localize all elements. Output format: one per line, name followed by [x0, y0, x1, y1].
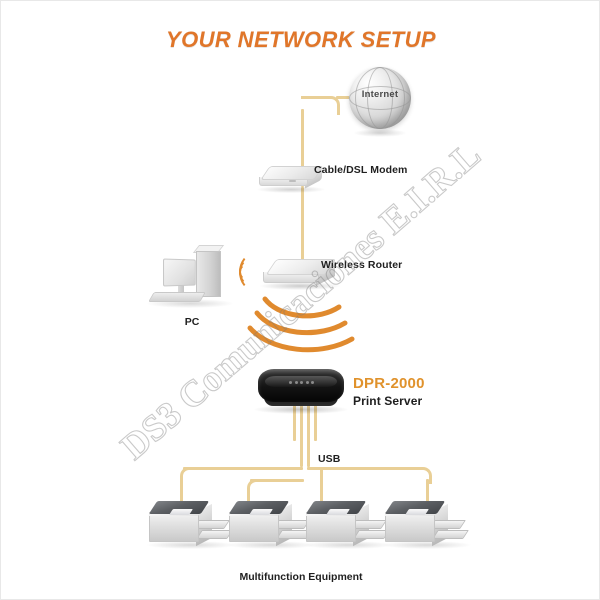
print-server-icon [258, 365, 344, 409]
multifunction-printer-icon [383, 501, 471, 557]
cable-corner-printer-4 [415, 467, 432, 484]
printer-output-tray [432, 530, 469, 539]
led-indicator [311, 381, 314, 384]
modem-icon [257, 166, 325, 193]
printer-scanner-glass [169, 509, 193, 515]
modem-led [289, 180, 296, 182]
cable-drop-printer-4 [426, 479, 429, 507]
globe-shadow [353, 129, 407, 137]
pc-shadow [147, 299, 233, 308]
cable-bus-left [183, 467, 303, 470]
led-indicator [289, 381, 292, 384]
wifi-arc-2 [254, 310, 348, 336]
printer-shadow [383, 541, 471, 549]
printers-group-label: Multifunction Equipment [239, 571, 363, 583]
printer-shadow [147, 541, 235, 549]
cable-corner-printer-2 [247, 479, 262, 494]
led-indicator [300, 381, 303, 384]
router-front [263, 272, 319, 283]
print-server-label: Print Server [353, 394, 423, 408]
cable-bus-right [307, 467, 421, 470]
wifi-arc-3 [247, 325, 355, 353]
cable-drop-printer-2 [247, 489, 250, 509]
printer-scanner-glass [249, 509, 273, 515]
print-server-leds [289, 381, 317, 384]
cable-modem-to-router [301, 187, 304, 269]
modem-label: Cable/DSL Modem [314, 164, 408, 176]
printer-body [385, 512, 435, 542]
pc-monitor-screen [162, 258, 196, 287]
wifi-wave-small-icon [239, 253, 269, 291]
wifi-arcs-svg [247, 296, 355, 353]
cable-printserver-trunk-a [300, 401, 303, 467]
print-server-body [258, 369, 344, 402]
printer-body [229, 512, 279, 542]
printer-body [149, 512, 199, 542]
modem-shadow [257, 186, 325, 193]
led-indicator [294, 381, 298, 384]
modem-front [259, 177, 308, 186]
printer-scanner-glass [405, 509, 429, 515]
print-server-shadow [254, 405, 348, 414]
wifi-arc-1 [262, 296, 342, 319]
cable-modem-vertical [301, 109, 304, 187]
globe-equator [349, 86, 411, 110]
cable-printserver-trunk-d [293, 401, 296, 441]
desktop-computer-icon [147, 245, 233, 311]
printer-scanner-glass [326, 509, 350, 515]
router-label: Wireless Router [321, 259, 403, 271]
pc-keyboard [148, 292, 206, 302]
pc-monitor-stand [178, 284, 184, 295]
router-icon [260, 259, 340, 291]
pc-label: PC [184, 316, 200, 328]
multifunction-printer-icon [227, 501, 315, 557]
cable-drop-printer-3 [320, 467, 323, 509]
cable-corner-printer-1 [180, 467, 197, 484]
usb-label: USB [318, 453, 341, 465]
wifi-broadcast-arcs [247, 289, 367, 369]
globe-icon [349, 67, 411, 129]
page-title: YOUR NETWORK SETUP [166, 27, 436, 52]
cable-printserver-trunk-b [307, 401, 310, 467]
multifunction-printer-icon [147, 501, 235, 557]
cable-printserver-trunk-c [314, 401, 317, 441]
cable-bus-inner-left [250, 479, 304, 482]
router-shadow [260, 282, 340, 290]
multifunction-printer-icon [304, 501, 392, 557]
printer-shadow [227, 541, 315, 549]
led-indicator [305, 381, 309, 384]
cable-internet-to-corner [336, 96, 358, 99]
printer-body [306, 512, 356, 542]
cable-corner-internet [301, 96, 340, 115]
printer-shadow [304, 541, 392, 549]
internet-label: Internet [361, 89, 399, 100]
pc-tower [196, 251, 221, 297]
cable-drop-printer-1 [180, 479, 183, 507]
print-server-model-label: DPR-2000 [353, 375, 425, 392]
printer-output-tray [196, 530, 233, 539]
